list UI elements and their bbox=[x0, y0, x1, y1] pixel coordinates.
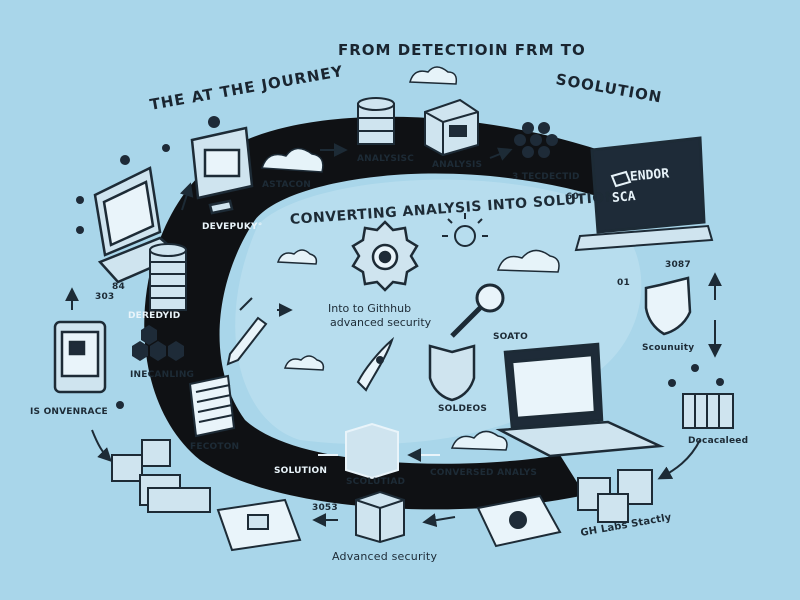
security-box-icon bbox=[355, 490, 405, 544]
center-label-1: Into to Githhub bbox=[328, 302, 412, 315]
decor-dots bbox=[76, 116, 724, 409]
flow-arrows bbox=[65, 143, 722, 528]
stack-cylinder-icon bbox=[149, 243, 187, 311]
server-rack-icon bbox=[577, 469, 653, 523]
screen-line-2: SCA bbox=[611, 189, 637, 206]
magnifier-icon bbox=[450, 283, 505, 338]
archive-icon bbox=[682, 393, 734, 429]
document-stack-icon bbox=[188, 374, 236, 438]
lightbulb-icon bbox=[442, 213, 488, 247]
blocks-icon bbox=[111, 439, 211, 513]
label-docacaleed: Docacaleed bbox=[688, 436, 749, 446]
label-analysisc: ANALYSISC bbox=[357, 154, 415, 164]
circuit-board-icon bbox=[476, 494, 562, 548]
label-303: 303 bbox=[95, 292, 115, 302]
security-shield-icon bbox=[644, 276, 692, 336]
center-laptop-icon bbox=[495, 342, 665, 458]
title-line-2: FROM DETECTIOIN FRM TO bbox=[338, 41, 586, 59]
code-monitor-icon bbox=[190, 126, 254, 215]
rocket-icon bbox=[356, 336, 395, 392]
label-conversed-analys: CONVERSED ANALYS bbox=[430, 468, 538, 478]
label-deredyid: DEREDYID bbox=[128, 311, 181, 321]
server-box-icon bbox=[424, 98, 479, 157]
label-solution: SOLUTION bbox=[274, 466, 328, 476]
solution-box-icon bbox=[345, 422, 399, 480]
pen-icon bbox=[226, 316, 268, 366]
label-astacon: ASTACON bbox=[262, 180, 312, 190]
label-analysis: ANALYSIS bbox=[432, 160, 483, 170]
tablet-icon bbox=[53, 320, 107, 394]
label-01: 01 bbox=[617, 278, 630, 288]
label-soato: SOATO bbox=[493, 332, 528, 342]
gear-icon bbox=[351, 220, 419, 292]
label-is-onvenrace: IS ONVENRACE bbox=[30, 407, 108, 417]
label-3087: 3087 bbox=[665, 260, 691, 270]
hexagon-cluster-icon bbox=[132, 325, 184, 361]
label-soldeos: SOLDEOS bbox=[438, 404, 488, 414]
chip-block-icon bbox=[216, 498, 302, 552]
label-fecoton: FECOTON bbox=[190, 442, 240, 452]
journey-path bbox=[144, 116, 641, 510]
shield-icon bbox=[428, 344, 476, 402]
label-60: 60 bbox=[566, 192, 579, 202]
label-scounuity: Scounuity bbox=[642, 343, 695, 353]
label-advanced-security: Advanced security bbox=[332, 550, 438, 563]
network-nodes-icon bbox=[514, 122, 558, 158]
monitor-icon bbox=[574, 136, 714, 252]
label-84: 84 bbox=[112, 282, 125, 292]
center-label-2: advanced security bbox=[330, 316, 432, 329]
label-incanling: INECANLING bbox=[130, 370, 195, 380]
label-devepuky: DEVEPUKY° bbox=[202, 222, 263, 232]
label-tecdected: 3 TECDECTID bbox=[512, 172, 580, 182]
cloud-icon bbox=[260, 66, 560, 451]
label-scolutiad: SCOLUTIAD bbox=[346, 477, 406, 487]
database-icon bbox=[357, 97, 395, 145]
label-3053: 3053 bbox=[312, 503, 338, 513]
